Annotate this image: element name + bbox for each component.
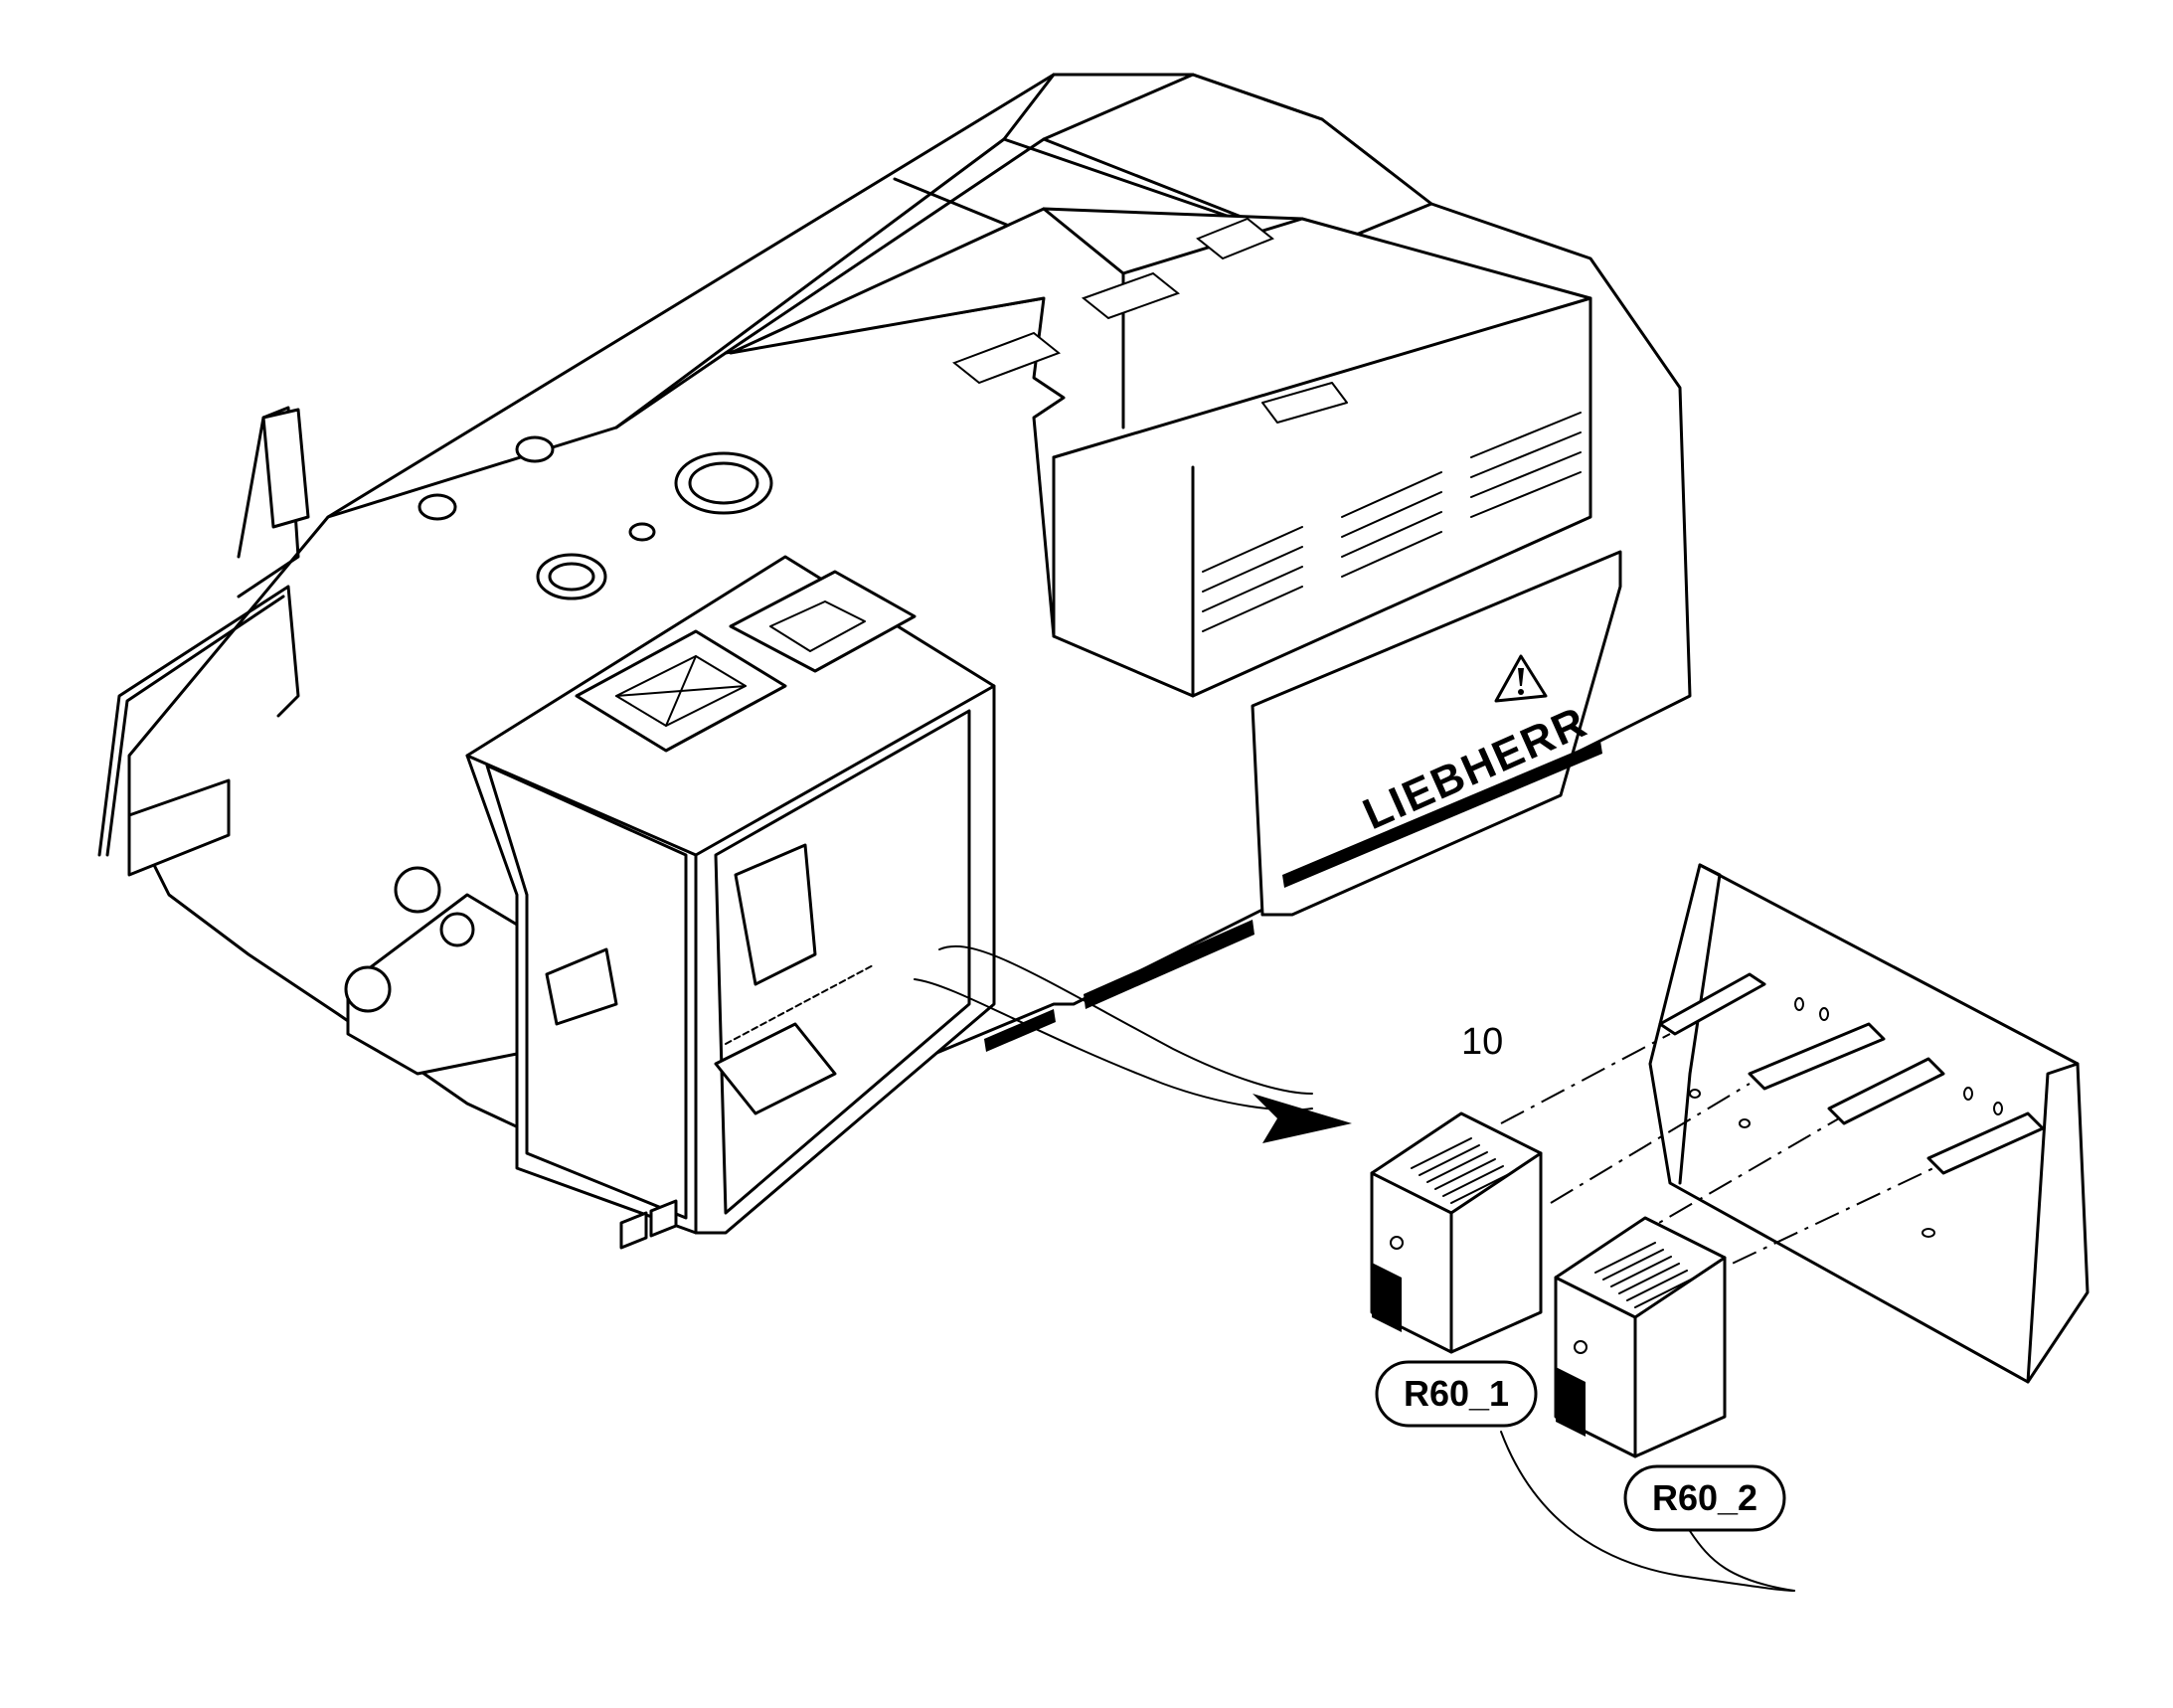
heater-r60-1 xyxy=(1370,1111,1543,1354)
callout-r60-1: R60_1 xyxy=(1375,1360,1538,1428)
warning-triangle-icon xyxy=(1494,654,1548,703)
operator-cab xyxy=(465,555,996,1250)
lead-wire xyxy=(1500,1431,1795,1592)
mounting-panel xyxy=(1648,863,2089,1384)
callout-r60-2: R60_2 xyxy=(1623,1464,1786,1532)
pointer-arrow-icon xyxy=(914,944,1352,1143)
callout-label: R60_1 xyxy=(1404,1373,1509,1414)
callout-label: R60_2 xyxy=(1652,1477,1757,1518)
side-louvres xyxy=(1202,412,1582,632)
heater-r60-2 xyxy=(1554,1216,1727,1458)
position-number-10: 10 xyxy=(1461,1021,1503,1063)
lead-wire xyxy=(1689,1530,1795,1592)
